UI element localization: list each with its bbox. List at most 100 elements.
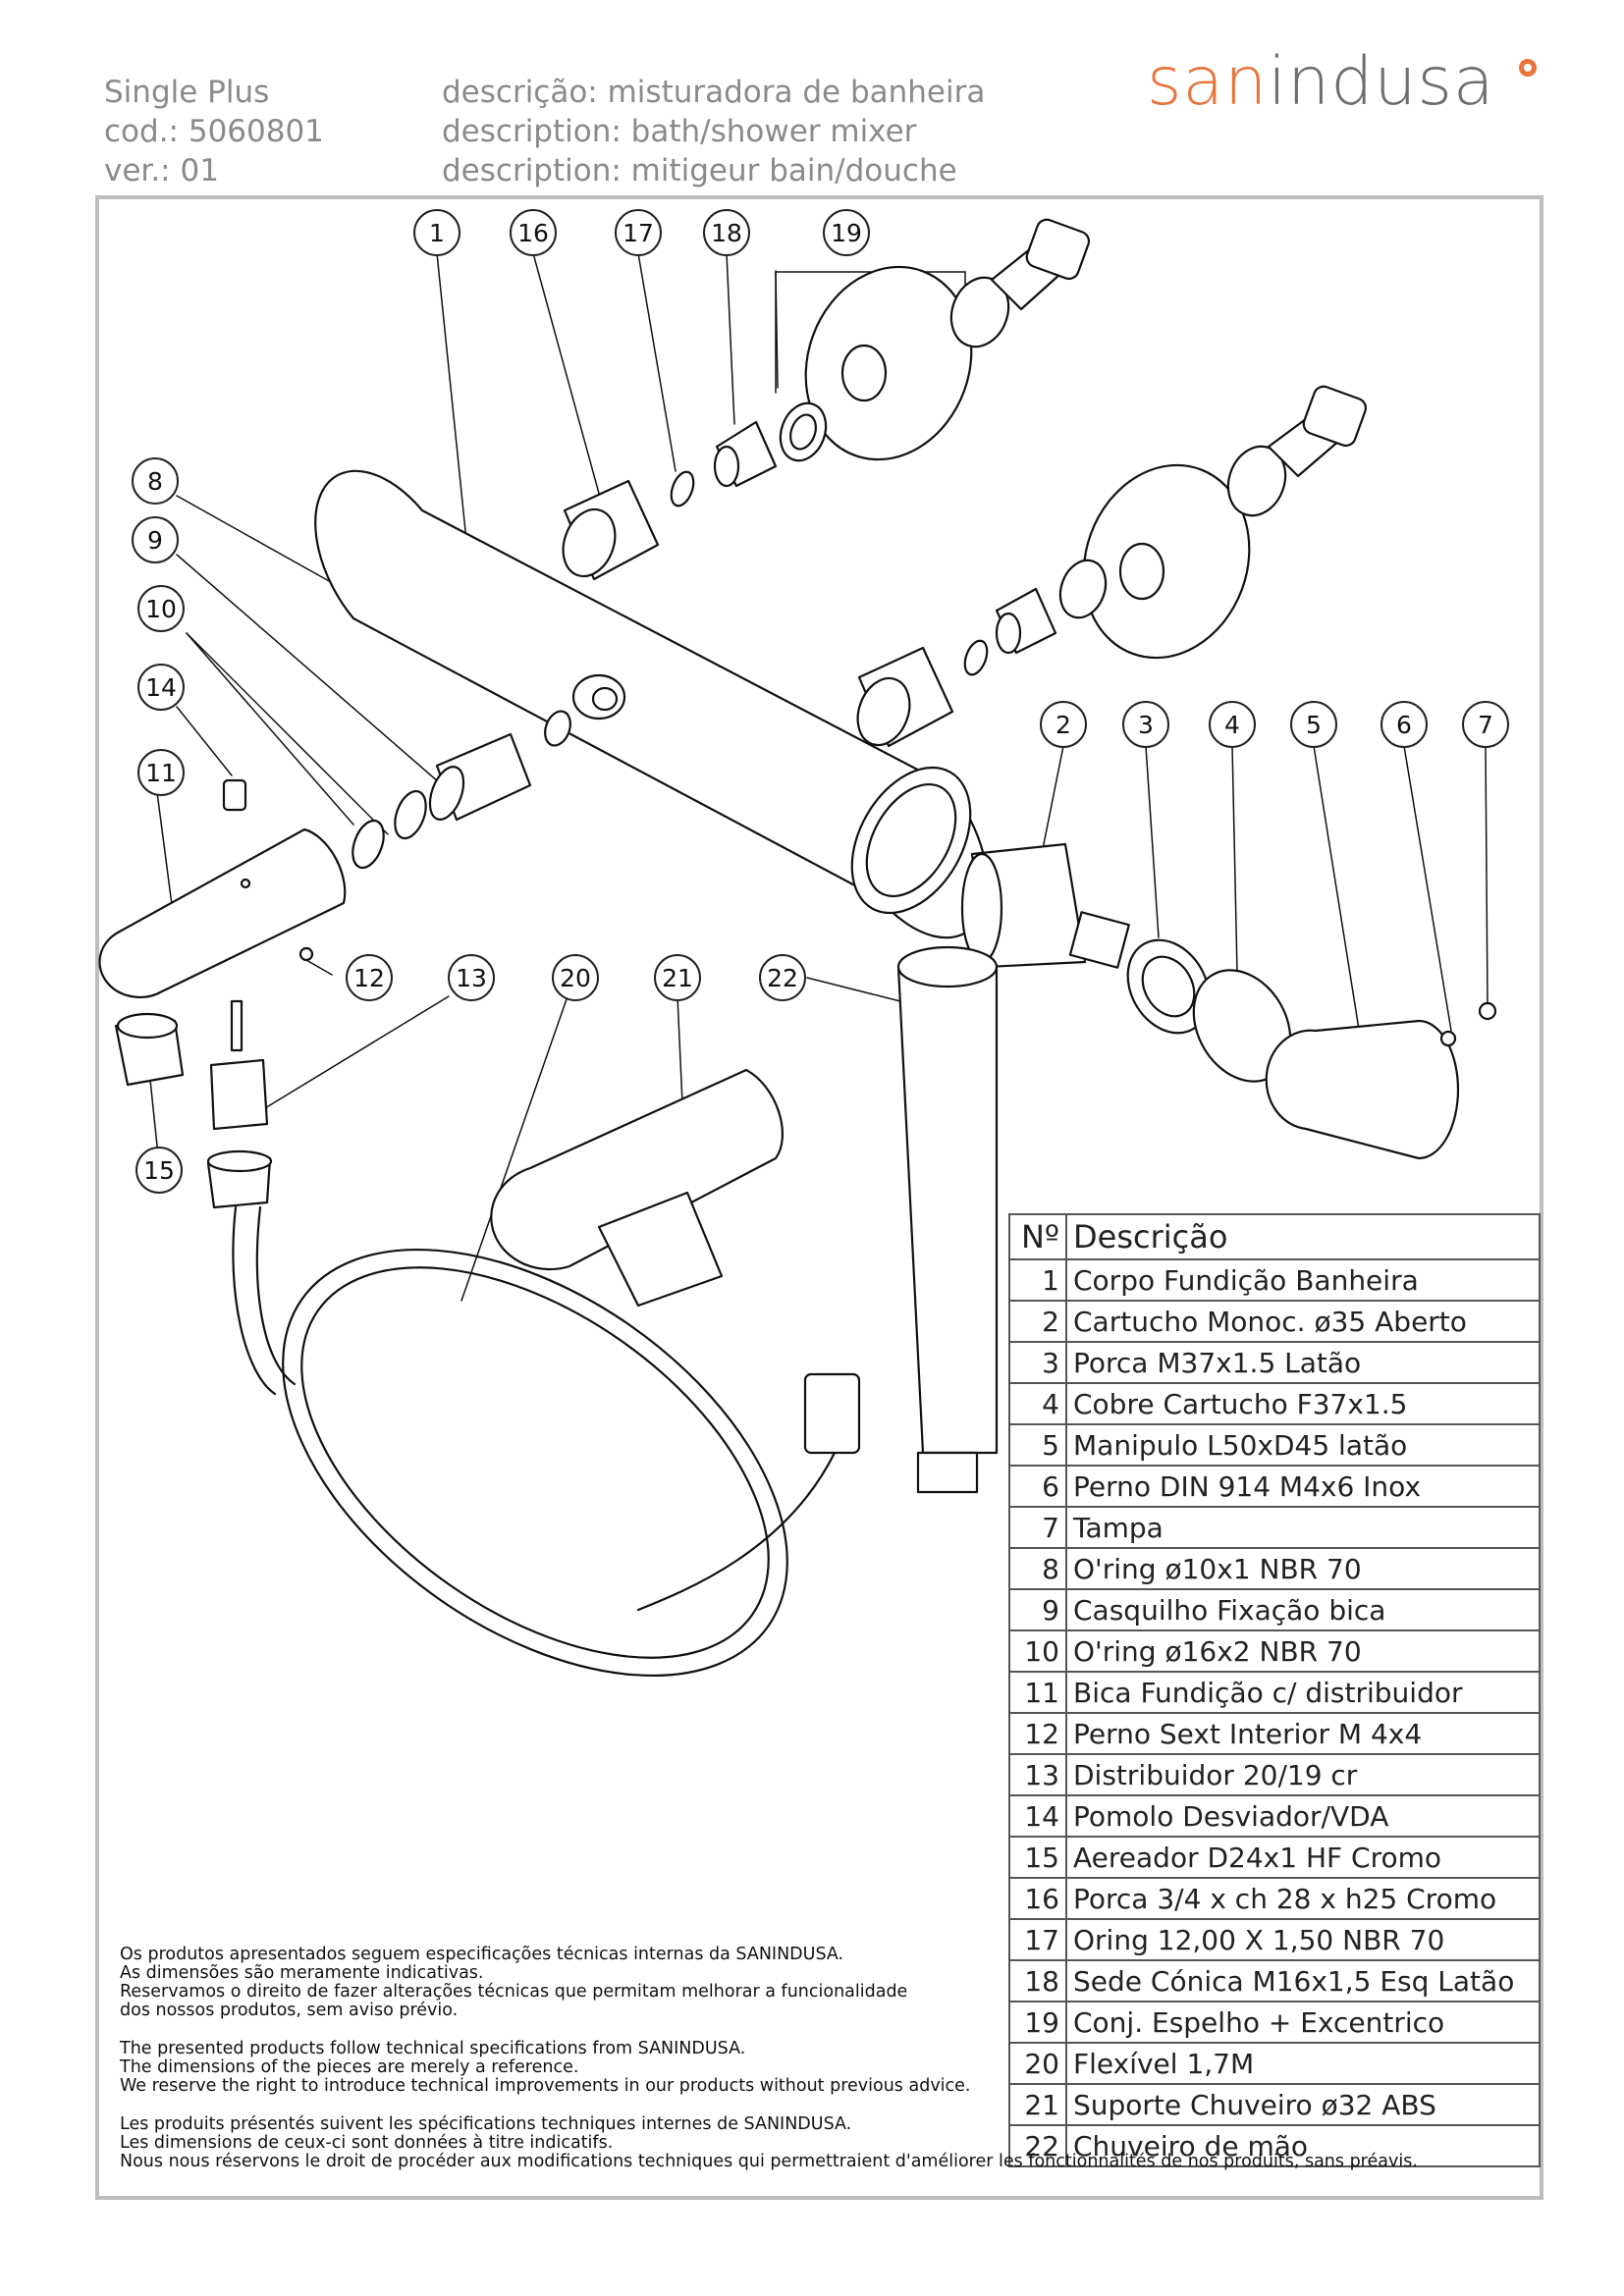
hand-shower bbox=[896, 945, 999, 1494]
spout bbox=[98, 778, 347, 998]
drawing-frame bbox=[95, 195, 1543, 2200]
part-number: 4 bbox=[1008, 1382, 1067, 1425]
disclaimer-line: As dimensões são meramente indicativas. bbox=[120, 1963, 484, 1983]
disclaimer-line: We reserve the right to introduce techni… bbox=[120, 2076, 971, 2096]
description-fr: description: mitigeur bain/douche bbox=[442, 153, 957, 188]
callout-22: 22 bbox=[759, 954, 806, 1001]
product-info: Single Plus cod.: 5060801 ver.: 01 bbox=[104, 73, 324, 190]
callout-10: 10 bbox=[137, 585, 185, 632]
callout-7: 7 bbox=[1462, 701, 1509, 748]
logo-mark-icon bbox=[1519, 59, 1538, 77]
disclaimer-fr: Les produits présentés suivent les spéci… bbox=[120, 2115, 1418, 2171]
header-description: Descrição bbox=[1065, 1213, 1541, 1260]
callout-19: 19 bbox=[823, 209, 870, 256]
disclaimer-line: Reservamos o direito de fazer alterações… bbox=[120, 1982, 908, 2002]
part-description: Tampa bbox=[1065, 1506, 1541, 1549]
part-number: 3 bbox=[1008, 1341, 1067, 1384]
part-description: Bica Fundição c/ distribuidor bbox=[1065, 1671, 1541, 1714]
part-number: 5 bbox=[1008, 1423, 1067, 1467]
callout-13: 13 bbox=[448, 954, 495, 1001]
callout-5: 5 bbox=[1290, 701, 1337, 748]
callout-15: 15 bbox=[135, 1147, 183, 1194]
part-description: Sede Cónica M16x1,5 Esq Latão bbox=[1065, 1959, 1541, 2002]
part-number: 10 bbox=[1008, 1629, 1067, 1673]
part-number: 17 bbox=[1008, 1918, 1067, 1961]
eccentric-upper bbox=[949, 218, 1368, 517]
disclaimer-pt: Os produtos apresentados seguem especifi… bbox=[120, 1946, 1003, 2020]
part-number: 18 bbox=[1008, 1959, 1067, 2002]
product-name: Single Plus bbox=[104, 75, 270, 110]
part-number: 9 bbox=[1008, 1588, 1067, 1631]
disclaimer-line: The presented products follow technical … bbox=[120, 2039, 746, 2058]
disclaimer-line: Os produtos apresentados seguem especifi… bbox=[120, 1945, 844, 1964]
callout-4: 4 bbox=[1209, 701, 1256, 748]
part-number: 1 bbox=[1008, 1258, 1067, 1302]
part-description: Distribuidor 20/19 cr bbox=[1065, 1753, 1541, 1796]
part-description: Perno Sext Interior M 4x4 bbox=[1065, 1712, 1541, 1755]
part-description: Aereador D24x1 HF Cromo bbox=[1065, 1836, 1541, 1879]
part-number: 19 bbox=[1008, 2001, 1067, 2044]
disclaimer-line: dos nossos produtos, sem aviso prévio. bbox=[120, 2001, 459, 2020]
disclaimer-notes: Os produtos apresentados seguem especifi… bbox=[120, 1946, 1418, 2191]
callout-16: 16 bbox=[510, 209, 557, 256]
part-description: Perno DIN 914 M4x6 Inox bbox=[1065, 1465, 1541, 1508]
part-description: Conj. Espelho + Excentrico bbox=[1065, 2001, 1541, 2044]
part-number: 6 bbox=[1008, 1465, 1067, 1508]
part-description: Corpo Fundição Banheira bbox=[1065, 1258, 1541, 1302]
leader-lines bbox=[149, 252, 1489, 1302]
part-description: Porca 3/4 x ch 28 x h25 Cromo bbox=[1065, 1877, 1541, 1920]
body-tube bbox=[314, 469, 989, 939]
part-description: Manipulo L50xD45 latão bbox=[1065, 1423, 1541, 1467]
part-number: 14 bbox=[1008, 1794, 1067, 1838]
part-number: 16 bbox=[1008, 1877, 1067, 1920]
part-description: Cartucho Monoc. ø35 Aberto bbox=[1065, 1300, 1541, 1343]
parts-table-header: Nº Descrição bbox=[1008, 1213, 1541, 1260]
escutcheon-upper bbox=[804, 265, 1251, 660]
part-number: 2 bbox=[1008, 1300, 1067, 1343]
sanindusa-logo: sanindusa bbox=[1147, 43, 1539, 122]
part-description: O'ring ø16x2 NBR 70 bbox=[1065, 1629, 1541, 1673]
part-number: 11 bbox=[1008, 1671, 1067, 1714]
callout-12: 12 bbox=[346, 954, 393, 1001]
disclaimer-line: Nous nous réservons le droit de procéder… bbox=[120, 2152, 1418, 2171]
shower-holder bbox=[490, 1068, 784, 1308]
callout-17: 17 bbox=[615, 209, 662, 256]
part-number: 15 bbox=[1008, 1836, 1067, 1879]
disclaimer-en: The presented products follow technical … bbox=[120, 2040, 1003, 2096]
part-description: Cobre Cartucho F37x1.5 bbox=[1065, 1382, 1541, 1425]
description-en: description: bath/shower mixer bbox=[442, 114, 917, 149]
cartridge-assembly bbox=[960, 842, 1497, 1160]
callout-20: 20 bbox=[552, 954, 599, 1001]
seat-and-nut-parts bbox=[562, 401, 1108, 748]
part-number: 7 bbox=[1008, 1506, 1067, 1549]
part-number: 21 bbox=[1008, 2083, 1067, 2126]
part-description: O'ring ø10x1 NBR 70 bbox=[1065, 1547, 1541, 1590]
part-number: 22 bbox=[1008, 2124, 1067, 2167]
product-version: ver.: 01 bbox=[104, 153, 219, 188]
header-number: Nº bbox=[1008, 1213, 1067, 1260]
part-number: 8 bbox=[1008, 1547, 1067, 1590]
part-number: 20 bbox=[1008, 2042, 1067, 2085]
part-description: Porca M37x1.5 Latão bbox=[1065, 1341, 1541, 1384]
